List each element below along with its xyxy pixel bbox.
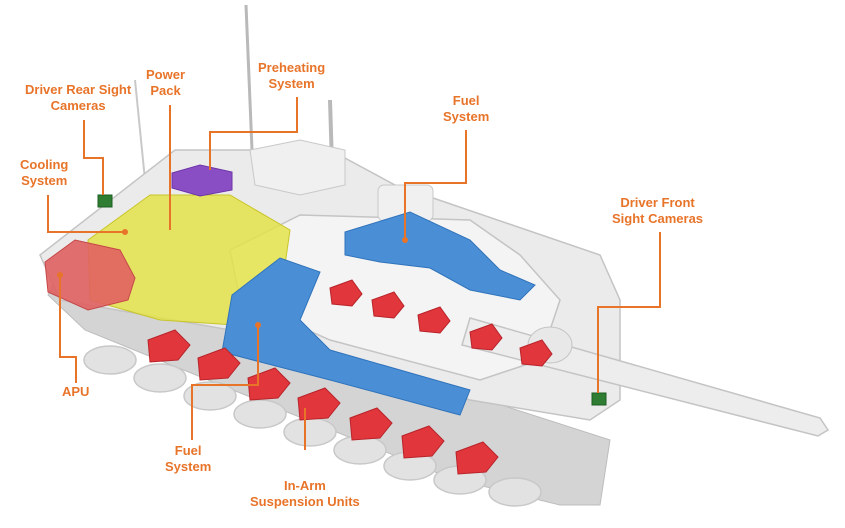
label-line: Cooling [20, 157, 69, 172]
label-line: In-Arm [283, 478, 326, 493]
label-driver-front-cameras: Driver Front Sight Cameras [612, 195, 703, 227]
label-line: System [165, 459, 212, 474]
leader-endpoints [57, 229, 408, 328]
label-line: System [443, 109, 490, 124]
label-in-arm-suspension: In-Arm Suspension Units [250, 478, 360, 510]
label-line: Fuel [452, 93, 480, 108]
label-fuel-system-bottom: Fuel System [165, 443, 211, 475]
label-fuel-system-top: Fuel System [443, 93, 489, 125]
label-line: APU [62, 384, 90, 399]
label-line: Driver Rear Sight [25, 82, 132, 97]
label-line: Suspension Units [250, 494, 360, 509]
label-preheating-system: Preheating System [258, 60, 325, 92]
label-line: Power [146, 67, 186, 82]
label-line: Preheating [258, 60, 326, 75]
label-driver-rear-cameras: Driver Rear Sight Cameras [25, 82, 131, 114]
label-line: System [21, 173, 68, 188]
turret-roof-hatch [249, 139, 346, 196]
label-line: System [268, 76, 315, 91]
fuel-tank-lower [221, 257, 471, 416]
label-line: Sight Cameras [612, 211, 704, 226]
leader-lines [47, 97, 661, 450]
label-line: Driver Front [620, 195, 695, 210]
fuel-tank-upper [344, 211, 536, 301]
label-apu: APU [62, 384, 89, 400]
road-wheels [83, 345, 542, 507]
rear-camera [97, 194, 113, 208]
preheating-module [171, 164, 233, 197]
apu-module [44, 239, 136, 311]
label-line: Cameras [50, 98, 106, 113]
label-power-pack: Power Pack [146, 67, 185, 99]
front-camera [591, 392, 607, 406]
label-line: Pack [150, 83, 181, 98]
label-line: Fuel [174, 443, 202, 458]
label-cooling-system: Cooling System [20, 157, 68, 189]
antenna [244, 4, 254, 151]
